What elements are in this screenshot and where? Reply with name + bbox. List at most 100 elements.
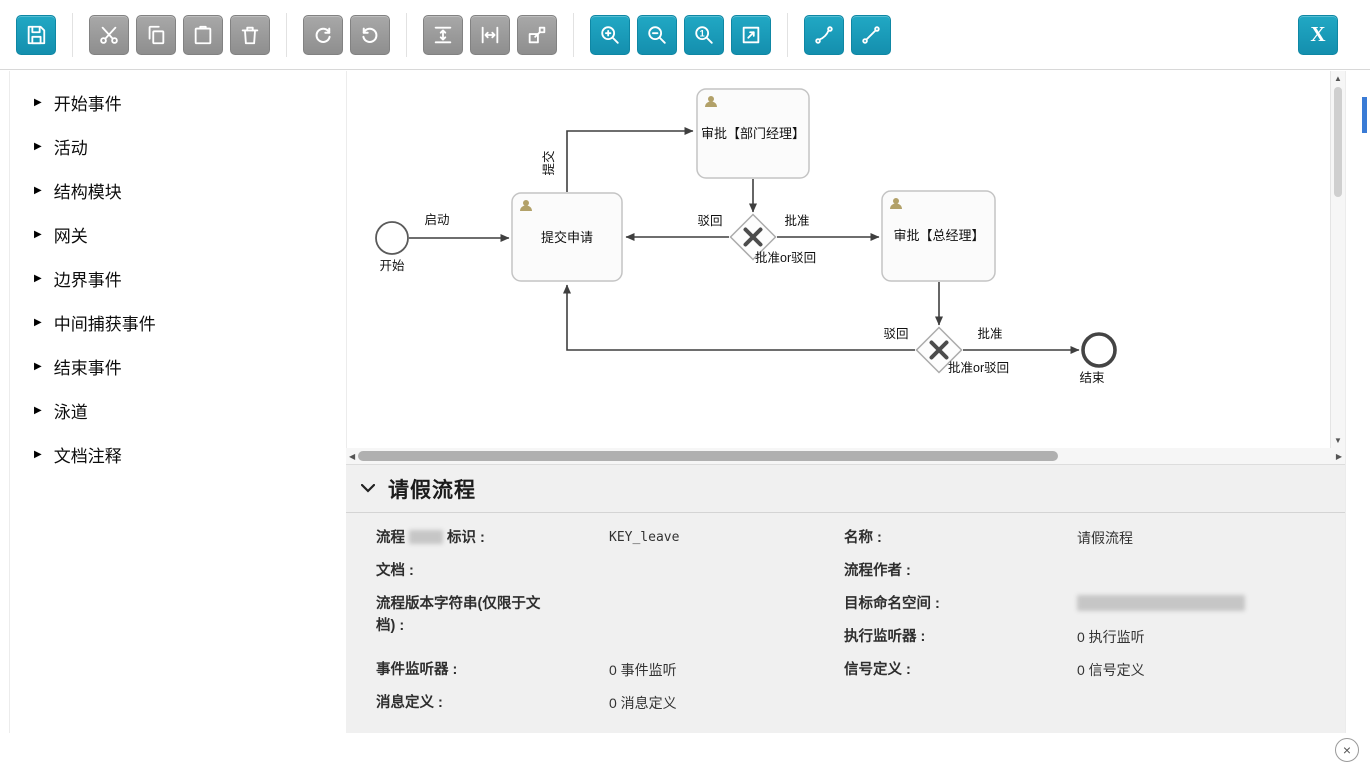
properties-header[interactable]: 请假流程 — [346, 465, 1345, 513]
task-label: 审批【总经理】 — [893, 228, 984, 243]
toolbar-divider — [406, 12, 407, 57]
exclusive-gateway-2[interactable] — [915, 326, 963, 374]
scroll-down-icon[interactable]: ▼ — [1334, 436, 1342, 445]
flow-reject2-to-submit[interactable] — [563, 284, 915, 351]
flow-label-reject-2: 驳回 — [883, 327, 908, 341]
flow-label-launch: 启动 — [424, 213, 449, 227]
toolbar-divider — [286, 12, 287, 57]
delete-button[interactable] — [230, 14, 270, 55]
bottom-bar: × — [0, 733, 1370, 774]
diagram-canvas[interactable]: 开始 提交申请 审批【部门经理】 — [346, 71, 1330, 448]
property-row-execution-listeners: 执行监听器 : 0 执行监听 — [844, 626, 1312, 648]
property-label: 事件监听器 : — [376, 662, 458, 678]
scroll-right-icon[interactable]: ▶ — [1335, 452, 1342, 461]
properties-panel: 请假流程 流程标识 : KEY_leave 文档 : 流程版本字符串(仅限于文档… — [346, 464, 1345, 733]
palette-group-label: 边界事件 — [53, 270, 122, 290]
start-event-node[interactable] — [375, 221, 409, 255]
paste-button[interactable] — [183, 14, 223, 55]
canvas-horizontal-scrollbar[interactable]: ◀ ▶ — [346, 448, 1345, 464]
straight-connector-icon — [862, 25, 880, 44]
task-approve-department-manager[interactable]: 审批【部门经理】 — [696, 88, 810, 179]
add-bendpoint-button[interactable] — [804, 14, 844, 55]
align-vertical-button[interactable] — [423, 14, 463, 55]
canvas-vertical-scrollbar[interactable]: ▲ ▼ — [1330, 71, 1345, 448]
curved-connector-icon — [815, 25, 833, 44]
close-designer-button[interactable]: X — [1298, 14, 1338, 55]
align-horizontal-button[interactable] — [470, 14, 510, 55]
properties-column-right: 名称 : 请假流程 流程作者 : 目标命名空间 : 执行监听器 : 0 执行监听… — [844, 527, 1312, 725]
property-row-documentation: 文档 : — [376, 560, 844, 582]
property-value[interactable]: 0 信号定义 — [1077, 662, 1145, 678]
x-mark-icon — [929, 340, 949, 360]
same-size-button[interactable] — [517, 14, 557, 55]
palette-group-swimlanes[interactable]: ▶泳道 — [10, 388, 345, 432]
process-title: 请假流程 — [388, 477, 476, 502]
palette-group-end-events[interactable]: ▶结束事件 — [10, 344, 345, 388]
trash-icon — [241, 26, 259, 44]
zoom-out-button[interactable] — [637, 14, 677, 55]
property-value[interactable]: 0 消息定义 — [609, 695, 677, 711]
chevron-right-icon: ▶ — [34, 184, 42, 196]
page-scrollbar[interactable] — [1345, 71, 1370, 774]
flow-submit[interactable] — [566, 127, 694, 192]
palette-group-start-events[interactable]: ▶开始事件 — [10, 80, 345, 124]
end-event-node[interactable] — [1081, 332, 1117, 368]
align-horizontal-icon — [481, 26, 499, 43]
chevron-right-icon: ▶ — [34, 404, 42, 416]
close-designer-label: X — [1310, 22, 1326, 46]
task-submit-application[interactable]: 提交申请 — [511, 192, 623, 282]
property-value[interactable] — [1077, 593, 1245, 615]
bpmn-diagram: 开始 提交申请 审批【部门经理】 — [375, 88, 1117, 385]
redo-button[interactable] — [303, 14, 343, 55]
palette-group-boundary-events[interactable]: ▶边界事件 — [10, 256, 345, 300]
scissors-icon — [100, 26, 118, 44]
palette-group-gateways[interactable]: ▶网关 — [10, 212, 345, 256]
task-label: 提交申请 — [541, 230, 593, 245]
chevron-right-icon: ▶ — [34, 96, 42, 108]
flow-label-approve-1: 批准 — [784, 213, 809, 228]
property-label: 流程作者 : — [844, 563, 911, 579]
palette-group-structural[interactable]: ▶结构模块 — [10, 168, 345, 212]
zoom-fit-icon — [742, 26, 760, 43]
close-panel-button[interactable]: × — [1335, 738, 1359, 762]
zoom-in-button[interactable] — [590, 14, 630, 55]
palette-group-label: 文档注释 — [53, 446, 122, 466]
copy-button[interactable] — [136, 14, 176, 55]
property-label: 流程版本字符串(仅限于文档) : — [376, 596, 541, 634]
undo-button[interactable] — [350, 14, 390, 55]
x-mark-icon — [743, 227, 763, 247]
task-approve-general-manager[interactable]: 审批【总经理】 — [881, 190, 996, 282]
palette-group-label: 中间捕获事件 — [53, 314, 156, 334]
property-value[interactable]: 0 执行监听 — [1077, 629, 1145, 645]
chevron-down-icon — [361, 484, 375, 493]
property-label: 消息定义 : — [376, 695, 443, 711]
remove-bendpoint-button[interactable] — [851, 14, 891, 55]
palette-group-intermediate-catching-events[interactable]: ▶中间捕获事件 — [10, 300, 345, 344]
horizontal-scrollbar-thumb[interactable] — [358, 451, 1058, 461]
exclusive-gateway-1[interactable] — [729, 213, 777, 261]
scroll-left-icon[interactable]: ◀ — [349, 452, 356, 461]
property-label: 文档 : — [376, 563, 414, 579]
redo-icon — [315, 27, 331, 43]
zoom-actual-icon: 1 — [695, 25, 713, 44]
palette-group-artifacts[interactable]: ▶文档注释 — [10, 432, 345, 476]
save-button[interactable] — [16, 14, 56, 55]
flow-label-approve-2: 批准 — [977, 326, 1002, 341]
property-value[interactable]: 0 事件监听 — [609, 662, 677, 678]
property-value[interactable]: KEY_leave — [609, 530, 680, 545]
zoom-actual-button[interactable]: 1 — [684, 14, 724, 55]
cut-button[interactable] — [89, 14, 129, 55]
scroll-up-icon[interactable]: ▲ — [1334, 74, 1342, 83]
page-scrollbar-thumb[interactable] — [1362, 97, 1367, 133]
palette-sidebar: ▶开始事件 ▶活动 ▶结构模块 ▶网关 ▶边界事件 ▶中间捕获事件 ▶结束事件 … — [9, 71, 345, 765]
property-label: 目标命名空间 : — [844, 596, 940, 612]
toolbar-divider — [573, 12, 574, 57]
zoom-fit-button[interactable] — [731, 14, 771, 55]
chevron-right-icon: ▶ — [34, 140, 42, 152]
property-row-event-listeners: 事件监听器 : 0 事件监听 — [376, 659, 844, 681]
property-value[interactable]: 请假流程 — [1077, 530, 1133, 546]
palette-group-label: 结束事件 — [53, 358, 122, 378]
user-icon — [890, 198, 902, 209]
vertical-scrollbar-thumb[interactable] — [1334, 87, 1342, 197]
palette-group-activities[interactable]: ▶活动 — [10, 124, 345, 168]
